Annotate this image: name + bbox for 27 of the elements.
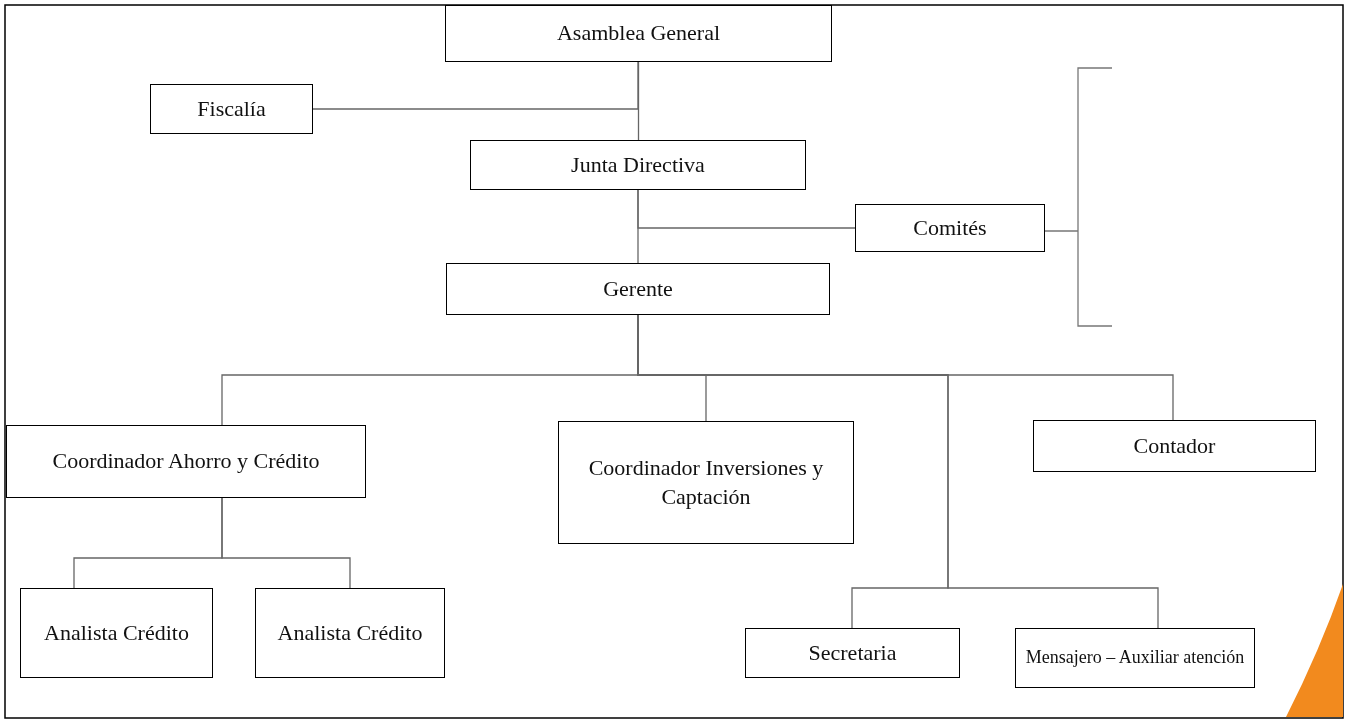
role-label: Gerente xyxy=(603,274,673,303)
role-label: Coordinador Ahorro y Crédito xyxy=(52,447,320,476)
role-label: Coordinador Inversiones y Captación xyxy=(587,453,825,511)
org-box xyxy=(446,263,830,315)
role-label: Analista Crédito xyxy=(44,618,189,647)
role-label: Junta Directiva xyxy=(571,150,705,179)
role-label: Contador xyxy=(1133,431,1216,460)
org-box xyxy=(745,628,960,678)
role-label: Analista Crédito xyxy=(277,618,423,647)
org-box xyxy=(1033,420,1316,472)
role-label: Comités xyxy=(913,213,987,242)
org-box xyxy=(1015,628,1255,688)
org-box xyxy=(855,204,1045,252)
org-box xyxy=(150,84,313,134)
role-label: Fiscalía xyxy=(197,94,266,123)
org-box xyxy=(20,588,213,678)
connector-line xyxy=(221,497,351,589)
connector-line xyxy=(637,189,639,264)
org-box xyxy=(445,5,832,62)
org-box xyxy=(470,140,806,190)
role-label: Mensajero – Auxiliar atención xyxy=(1025,646,1245,670)
org-box xyxy=(6,425,366,498)
org-box xyxy=(255,588,445,678)
role-label: Secretaria xyxy=(808,638,897,667)
org-box xyxy=(558,421,854,544)
connector-line xyxy=(312,61,639,110)
role-label: Asamblea General xyxy=(556,19,721,48)
